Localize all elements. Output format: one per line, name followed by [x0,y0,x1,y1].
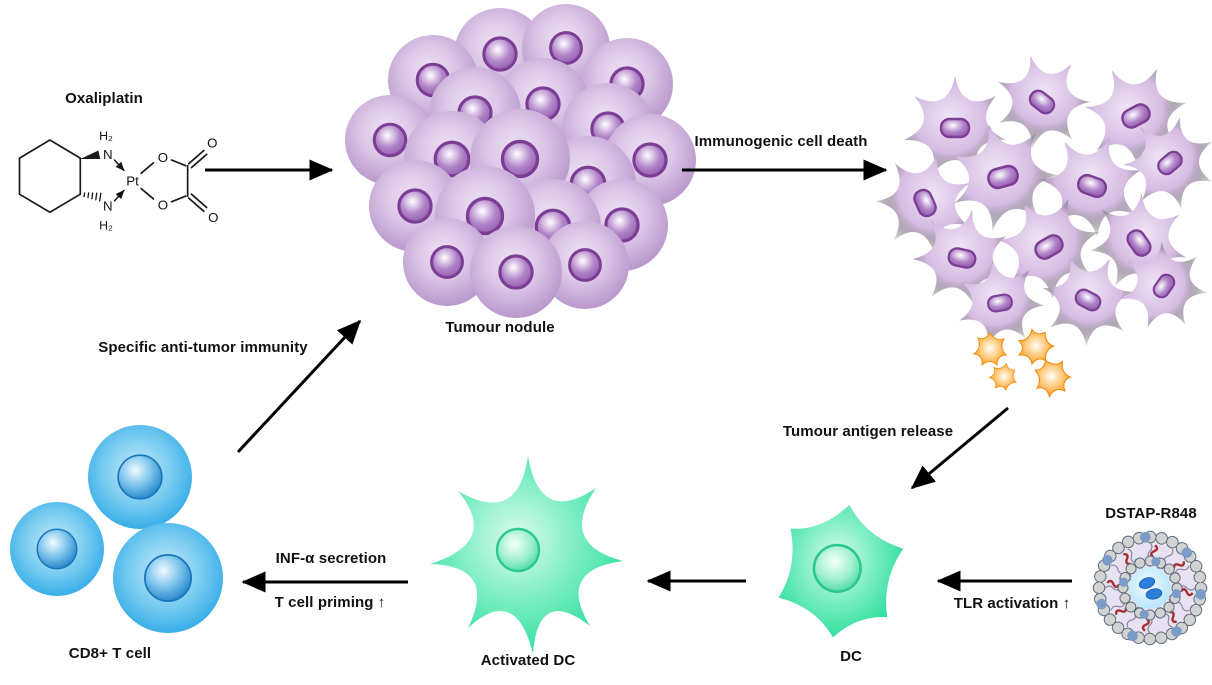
dstap-r848-label: DSTAP-R848 [1105,505,1197,522]
atom-o2: O [158,197,168,212]
tumour-nodule-label: Tumour nodule [445,319,555,336]
atom-o3: O [207,136,217,151]
arrow-tumour-antigen-release [910,406,1009,490]
cd8-t-cell-label: CD8+ T cell [68,645,152,662]
activated-dc-figure [430,456,623,654]
dstap-r848-liposome [1092,530,1208,646]
oxaliplatin-structure: H₂ N H₂ N Pt O O O O [18,129,218,232]
atom-o1: O [158,150,168,165]
dc-label: DC [840,648,862,665]
arrow-specific-immunity [236,319,362,454]
atom-n-top: N [103,147,113,162]
atom-h2-bottom: H₂ [99,218,113,232]
tumour-antigen-release-label: Tumour antigen release [782,423,954,440]
cd8-t-cells-figure [9,424,224,634]
oxaliplatin-label: Oxaliplatin [65,90,143,107]
specific-anti-tumor-immunity-label: Specific anti-tumor immunity [98,339,308,356]
atom-o4: O [208,210,218,225]
inf-alpha-secretion-label: INF-α secretion [275,550,387,567]
tumour-nodule-figure [343,2,698,320]
t-cell-priming-label: T cell priming ↑ [274,594,386,611]
atom-h2-top: H₂ [99,129,113,143]
atom-pt: Pt [126,174,139,189]
dc-figure [778,504,904,638]
activated-dc-label: Activated DC [480,652,576,669]
dying-tumour-cells-figure [863,34,1212,360]
tlr-activation-label: TLR activation ↑ [953,595,1071,612]
immunogenic-cell-death-label: Immunogenic cell death [694,133,868,150]
atom-n-bottom: N [103,198,113,213]
